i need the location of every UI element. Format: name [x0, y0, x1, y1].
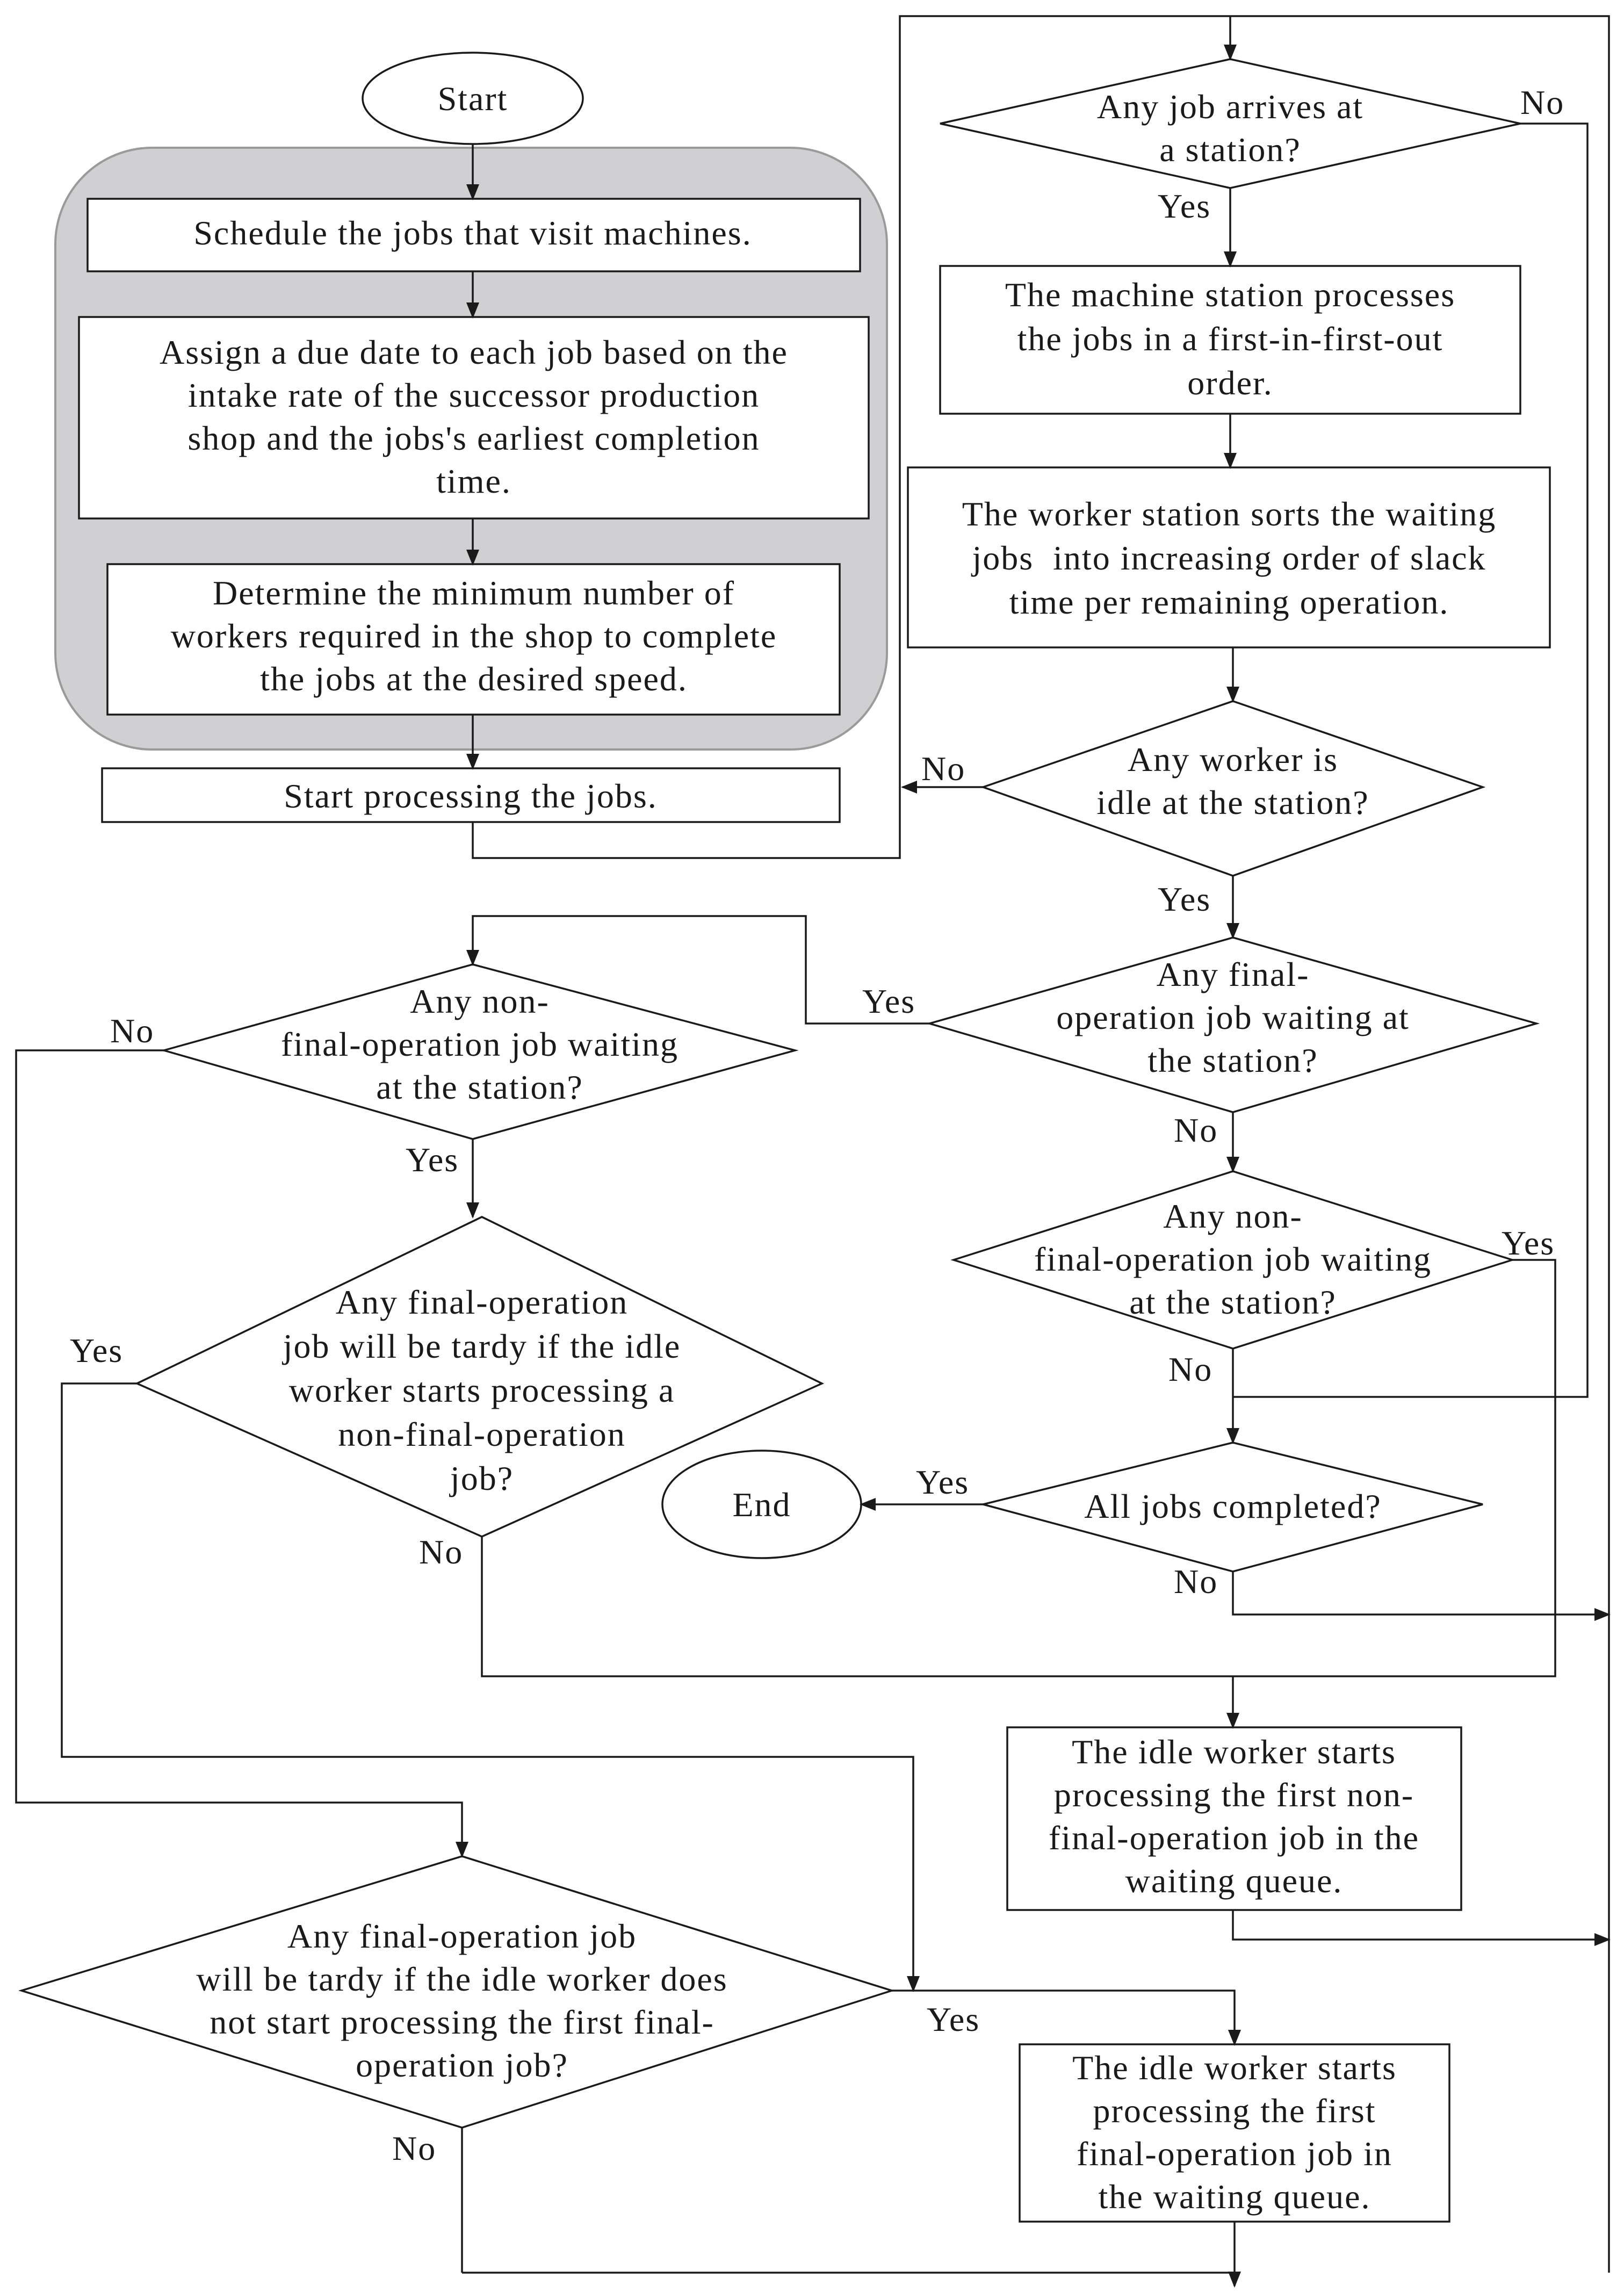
- connector: [472, 15, 1610, 2273]
- determine-text: the jobs at the desired speed.: [260, 660, 688, 698]
- nonfinal-right-text: final-operation job waiting: [1034, 1240, 1432, 1278]
- sort-text: jobs into increasing order of slack: [971, 539, 1486, 577]
- connector: [892, 1990, 1241, 2046]
- fifo-text: the jobs in a first-in-first-out: [1017, 320, 1443, 358]
- nonfinal-right-text: Any non-: [1163, 1197, 1303, 1235]
- tardy-nonfinal-text: job?: [449, 1459, 514, 1497]
- all-completed-decision: [983, 1441, 1483, 1573]
- arrives-text: Any job arrives at: [1097, 88, 1363, 126]
- assign-text: intake rate of the successor production: [188, 376, 760, 414]
- assign-text: shop and the jobs's earliest completion: [187, 419, 760, 457]
- start-nonfinal-text: waiting queue.: [1125, 1862, 1343, 1900]
- sort-box: [907, 466, 1551, 648]
- start-final-text: processing the first: [1093, 2092, 1376, 2130]
- determine-box: [106, 563, 841, 716]
- tardy-final-text: Any final-operation job: [287, 1917, 637, 1955]
- idle-no-label: No: [921, 749, 965, 788]
- tardy-nonfinal-text: Any final-operation: [336, 1283, 629, 1321]
- determine-text: Determine the minimum number of: [213, 574, 735, 612]
- sort-text: The worker station sorts the waiting: [962, 495, 1496, 533]
- start-nonfinal-text: final-operation job in the: [1049, 1819, 1419, 1857]
- connector: [15, 1049, 468, 1858]
- nonfinal-left-decision: [160, 963, 799, 1140]
- connector: [1233, 122, 1589, 1398]
- tardy-nonfinal-decision: [134, 1216, 825, 1538]
- idle-yes-label: Yes: [1158, 880, 1211, 918]
- start-final-box: [1019, 2043, 1450, 2223]
- nonfinal-right-text: at the station?: [1129, 1283, 1336, 1321]
- completed-no-label: No: [1174, 1562, 1218, 1601]
- arrives-yes-label: Yes: [1158, 187, 1211, 225]
- start-nonfinal-text: processing the first non-: [1054, 1776, 1414, 1814]
- nonfinal-left-text: final-operation job waiting: [281, 1025, 679, 1063]
- start-text: Start: [438, 80, 508, 118]
- completed-yes-label: Yes: [916, 1463, 969, 1501]
- tardy-nonfinal-text: job will be tardy if the idle: [282, 1327, 681, 1365]
- tardy-final-text: operation job?: [356, 2046, 568, 2084]
- connector: [61, 1382, 920, 1992]
- tardy-nonfinal-yes-label: Yes: [70, 1331, 123, 1370]
- final-yes-label: Yes: [862, 982, 915, 1020]
- start-final-text: the waiting queue.: [1099, 2178, 1371, 2216]
- arrives-text: a station?: [1159, 131, 1301, 169]
- schedule-text: Schedule the jobs that visit machines.: [193, 214, 752, 252]
- connector: [462, 2222, 1236, 2274]
- final-no-label: No: [1174, 1111, 1218, 1149]
- fifo-text: The machine station processes: [1005, 276, 1455, 314]
- nonfinal-left-text: Any non-: [410, 982, 550, 1020]
- idle-decision: [980, 700, 1486, 877]
- tardy-final-yes-label: Yes: [927, 2000, 980, 2038]
- idle-text: Any worker is: [1128, 740, 1338, 779]
- start-nonfinal-box: [1006, 1726, 1462, 1911]
- assign-text: time.: [436, 462, 511, 500]
- fifo-text: order.: [1187, 364, 1273, 402]
- connector: [481, 1259, 1556, 1677]
- nonfinal-left-yes-label: Yes: [406, 1141, 459, 1179]
- tardy-nonfinal-text: non-final-operation: [338, 1415, 626, 1453]
- connector: [1232, 1572, 1611, 1621]
- assign-text: Assign a due date to each job based on t…: [160, 333, 788, 371]
- start-final-text: final-operation job in: [1077, 2135, 1392, 2173]
- end-text: End: [732, 1486, 791, 1524]
- connector: [1232, 1910, 1611, 1946]
- sort-text: time per remaining operation.: [1009, 583, 1449, 621]
- idle-text: idle at the station?: [1096, 783, 1369, 821]
- tardy-final-text: not start processing the first final-: [210, 2003, 714, 2041]
- nonfinal-right-yes-label: Yes: [1502, 1224, 1555, 1262]
- nonfinal-left-no-label: No: [110, 1012, 154, 1050]
- final-waiting-text: the station?: [1147, 1041, 1318, 1079]
- assign-box: [78, 316, 870, 520]
- connector: [466, 915, 929, 1025]
- final-waiting-text: Any final-: [1157, 955, 1310, 993]
- tardy-nonfinal-no-label: No: [419, 1533, 463, 1571]
- tardy-final-text: will be tardy if the idle worker does: [196, 1960, 727, 1998]
- final-waiting-text: operation job waiting at: [1056, 998, 1410, 1036]
- arrives-no-label: No: [1520, 83, 1564, 121]
- determine-text: workers required in the shop to complete: [171, 617, 777, 655]
- nonfinal-left-text: at the station?: [376, 1068, 583, 1106]
- nonfinal-right-no-label: No: [1168, 1350, 1212, 1388]
- schedule-box: [86, 198, 861, 272]
- start-nonfinal-text: The idle worker starts: [1072, 1733, 1396, 1771]
- final-waiting-decision: [926, 936, 1540, 1113]
- start-final-text: The idle worker starts: [1072, 2049, 1397, 2087]
- tardy-final-no-label: No: [392, 2129, 436, 2167]
- start-processing-text: Start processing the jobs.: [284, 777, 657, 815]
- tardy-nonfinal-text: worker starts processing a: [289, 1371, 675, 1409]
- all-completed-text: All jobs completed?: [1084, 1487, 1381, 1525]
